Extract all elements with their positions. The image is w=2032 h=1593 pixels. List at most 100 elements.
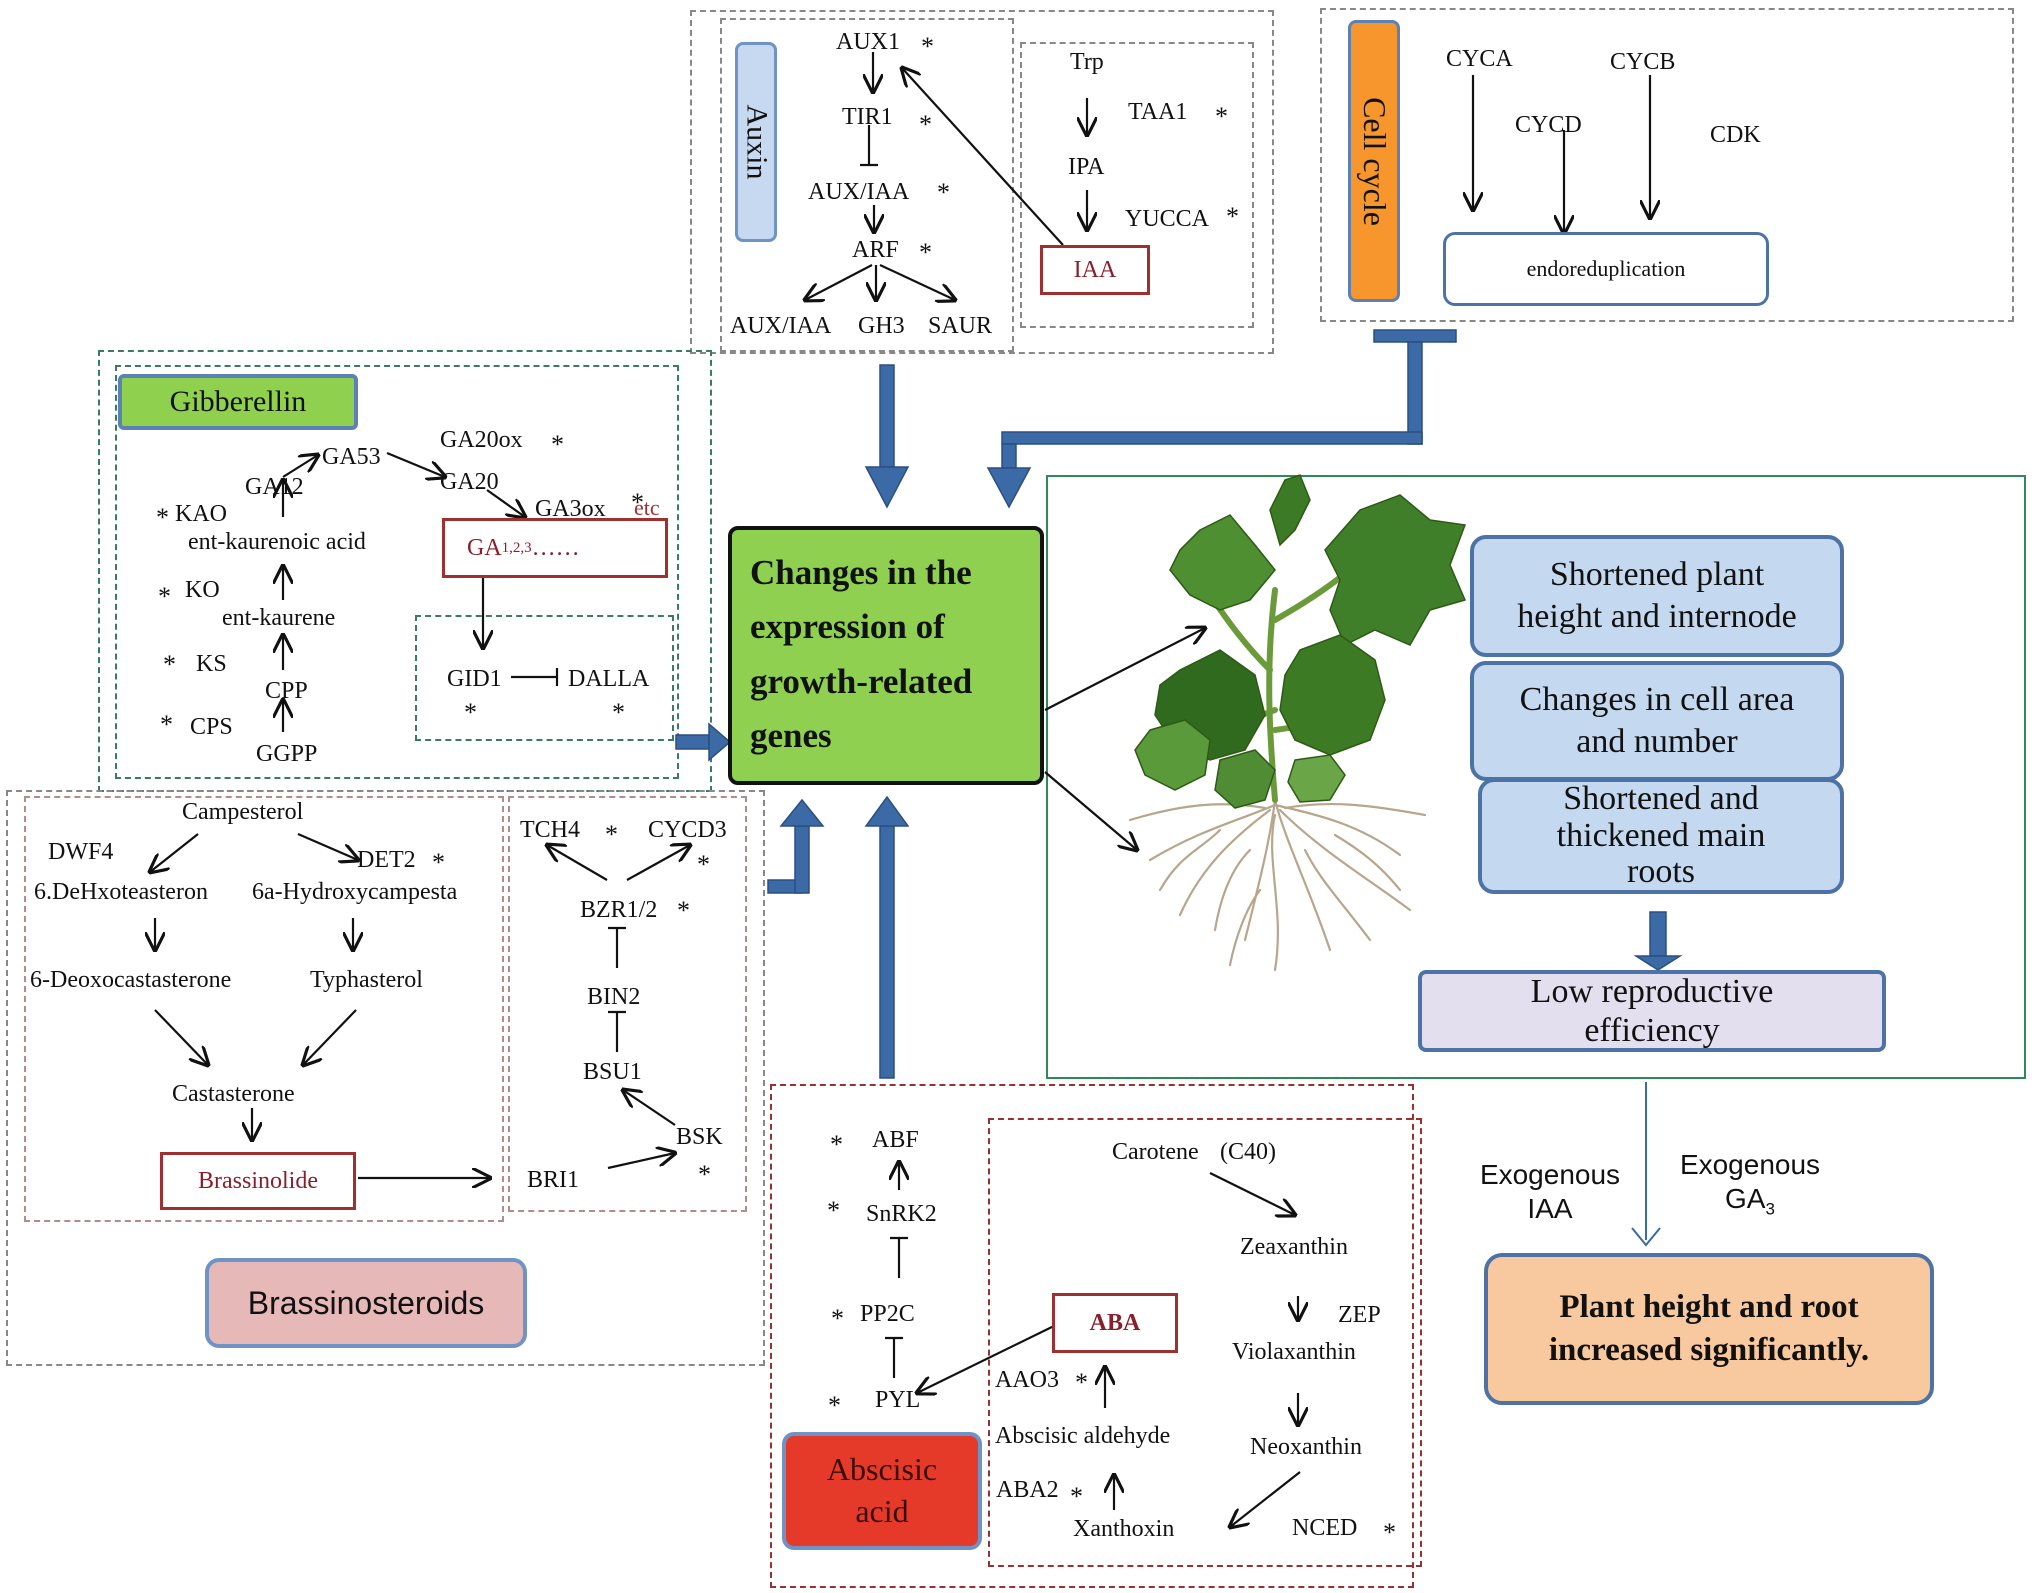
campesterol-label: Campesterol xyxy=(182,799,304,825)
gibberellin-biosynthesis-subpanel xyxy=(115,365,679,779)
tir1-label: TIR1 xyxy=(842,104,893,130)
brassinolide-box: Brassinolide xyxy=(160,1152,356,1210)
ko-star: * xyxy=(158,582,171,611)
cyca-label: CYCA xyxy=(1446,46,1513,72)
trp-label: Trp xyxy=(1070,49,1104,75)
phenotype-card-height: Shortened plant height and internode xyxy=(1470,535,1844,657)
result-box: Plant height and root increased signific… xyxy=(1484,1253,1934,1405)
gh3-output: GH3 xyxy=(858,313,905,339)
gid1-label: GID1 xyxy=(447,666,502,692)
carotene-label: Carotene xyxy=(1112,1139,1199,1165)
dalla-label: DALLA xyxy=(568,666,650,692)
tch4-label: TCH4 xyxy=(520,817,580,843)
cycd3-label: CYCD3 xyxy=(648,817,727,843)
abf-label: ABF xyxy=(872,1127,919,1153)
kao-star: * xyxy=(156,503,169,532)
deoxocastasterone-label: 6-Deoxocastasterone xyxy=(30,967,232,993)
taa1-label: TAA1 xyxy=(1128,99,1188,125)
snrk2-label: SnRK2 xyxy=(866,1201,937,1227)
xanthoxin-label: Xanthoxin xyxy=(1073,1516,1175,1542)
aba-biosynthesis-subpanel xyxy=(988,1118,1422,1567)
bin2-label: BIN2 xyxy=(587,984,641,1010)
exogenous-ga3-label: Exogenous GA3 xyxy=(1679,1149,1821,1219)
pyl-star: * xyxy=(828,1391,841,1420)
yucca-star: * xyxy=(1226,202,1239,231)
center-box: Changes in the expression of growth-rela… xyxy=(728,526,1044,785)
zeaxanthin-label: Zeaxanthin xyxy=(1240,1234,1348,1260)
leaves xyxy=(1134,474,1467,809)
ga12-label: GA12 xyxy=(245,474,304,500)
auxin-signaling-subpanel xyxy=(720,18,1014,352)
gid1-star: * xyxy=(464,698,477,727)
ga3ox-star: * xyxy=(631,488,644,517)
tir1-star: * xyxy=(919,110,932,139)
auxin-panel xyxy=(690,10,1274,354)
cpp-label: CPP xyxy=(265,678,308,704)
ga20-label: GA20 xyxy=(440,469,499,495)
aba2-label: ABA2 xyxy=(996,1477,1059,1503)
phenotype-card-cells: Changes in cell area and number xyxy=(1470,661,1844,781)
cycd3-star: * xyxy=(697,850,710,879)
gibberellin-title: Gibberellin xyxy=(118,374,358,430)
ipa-label: IPA xyxy=(1068,154,1105,180)
cdk-label: CDK xyxy=(1710,122,1761,148)
nced-star: * xyxy=(1383,1518,1396,1547)
pyl-label: PYL xyxy=(875,1387,921,1413)
zep-label: ZEP xyxy=(1338,1302,1381,1328)
hydroxycampesta-label: 6a-Hydroxycampesta xyxy=(252,879,458,905)
bsk-star: * xyxy=(698,1160,711,1189)
abf-star: * xyxy=(830,1130,843,1159)
pp2c-star: * xyxy=(831,1304,844,1333)
bzr-label: BZR1/2 xyxy=(580,897,658,923)
bri1-label: BRI1 xyxy=(527,1167,580,1193)
yucca-label: YUCCA xyxy=(1125,206,1210,232)
castasterone-label: Castasterone xyxy=(172,1081,295,1107)
dehydroteasterone-label: 6.DeHxoteasteron xyxy=(34,879,208,905)
det2-star: * xyxy=(432,848,445,877)
auxin-biosynthesis-subpanel xyxy=(1020,42,1254,328)
c40-label: (C40) xyxy=(1220,1139,1276,1165)
saur-output: SAUR xyxy=(928,313,993,339)
kao-label: KAO xyxy=(175,501,227,527)
aux-iaa-output: AUX/IAA xyxy=(730,313,832,339)
cps-label: CPS xyxy=(190,714,233,740)
ks-star: * xyxy=(163,650,176,679)
ga3ox-label: GA3ox xyxy=(535,496,606,522)
brassinosteroid-signaling-subpanel xyxy=(508,796,747,1212)
brassinosteroid-biosynthesis-subpanel xyxy=(24,796,504,1222)
abscisic-aldehyde-label: Abscisic aldehyde xyxy=(995,1423,1171,1449)
phenotype-card-roots: Shortened and thickened main roots xyxy=(1478,778,1844,894)
arf-label: ARF xyxy=(852,237,899,263)
plant-image xyxy=(1128,474,1467,972)
aux-iaa-star: * xyxy=(937,178,950,207)
abscisic-acid-title: Abscisic acid xyxy=(782,1432,982,1550)
cps-star: * xyxy=(160,710,173,739)
aux1-label: AUX1 xyxy=(836,29,900,55)
tch4-star: * xyxy=(605,820,618,849)
ga53-label: GA53 xyxy=(322,444,381,470)
root-system xyxy=(1128,798,1427,972)
cycb-label: CYCB xyxy=(1610,49,1676,75)
ks-label: KS xyxy=(196,651,227,677)
ga20ox-label: GA20ox xyxy=(440,427,523,453)
reproduction-card: Low reproductive efficiency xyxy=(1418,970,1886,1052)
gibberellin-signaling-subpanel xyxy=(415,615,674,741)
pp2c-label: PP2C xyxy=(860,1301,915,1327)
arf-star: * xyxy=(919,238,932,267)
cell-cycle-title: Cell cycle xyxy=(1348,20,1400,302)
aux1-star: * xyxy=(921,32,934,61)
aba2-star: * xyxy=(1070,1482,1083,1511)
violaxanthin-label: Violaxanthin xyxy=(1232,1339,1356,1365)
dwf4-label: DWF4 xyxy=(48,839,114,865)
aba-box: ABA xyxy=(1052,1293,1178,1353)
dalla-star: * xyxy=(612,698,625,727)
center-label: Changes in the expression of growth-rela… xyxy=(750,553,973,755)
exogenous-iaa-label: Exogenous IAA xyxy=(1479,1159,1621,1224)
cell-cycle-panel xyxy=(1320,8,2014,322)
auxin-title: Auxin xyxy=(735,42,777,242)
neoxanthin-label: Neoxanthin xyxy=(1250,1434,1362,1460)
brassinosteroid-panel xyxy=(6,790,765,1366)
